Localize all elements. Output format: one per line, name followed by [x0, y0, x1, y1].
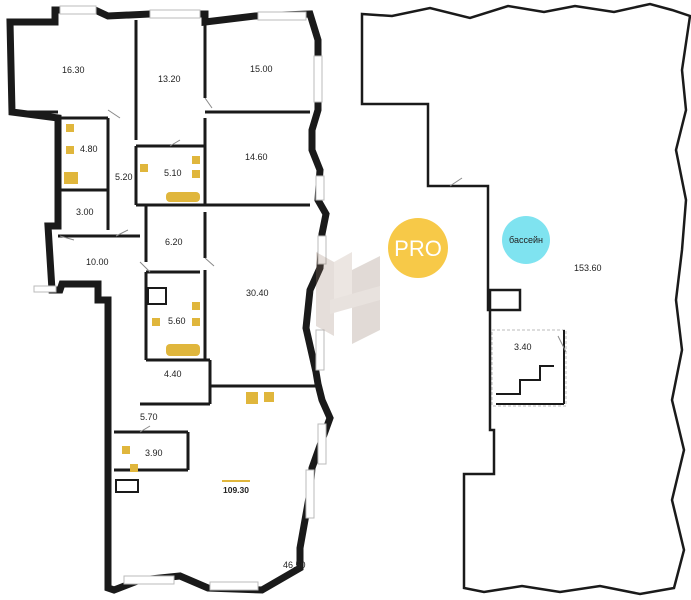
room-area-label: 16.30 — [62, 65, 85, 75]
room-area-label: 15.00 — [250, 64, 273, 74]
room-area-label: 3.90 — [145, 448, 163, 458]
room-area-label: 4.80 — [80, 144, 98, 154]
pro-badge: PRO — [388, 218, 448, 278]
apartment-plan: 16.30 13.20 15.00 4.80 5.20 5.10 14.60 3… — [6, 5, 380, 594]
room-area-label: 6.20 — [165, 237, 183, 247]
windows — [33, 5, 327, 591]
sink-icon — [192, 156, 200, 164]
staircase — [491, 329, 567, 407]
utility-box — [115, 479, 139, 493]
door-swing — [449, 177, 463, 187]
sink-icon — [264, 392, 274, 402]
pool-badge-label: бассейн — [509, 235, 543, 245]
room-area-label: 10.00 — [86, 257, 109, 267]
H-logo-icon — [316, 252, 380, 344]
sink-icon — [66, 146, 74, 154]
pro-badge-label: PRO — [394, 236, 442, 261]
room-area-label: 13.20 — [158, 74, 181, 84]
shower-icon — [64, 172, 78, 184]
room-area-label: 5.70 — [140, 412, 158, 422]
room-area-label: 5.20 — [115, 172, 133, 182]
room-labels: 16.30 13.20 15.00 4.80 5.20 5.10 14.60 3… — [62, 64, 306, 570]
stove-icon — [246, 392, 258, 404]
room-area-label: 3.40 — [514, 342, 532, 352]
toilet-icon — [152, 318, 160, 326]
terrace-outline — [360, 2, 691, 596]
interior-walls — [12, 20, 316, 472]
room-area-label: 3.00 — [76, 207, 94, 217]
bathtub-icon — [166, 192, 200, 202]
room-area-label: 4.40 — [164, 369, 182, 379]
doors — [59, 97, 215, 433]
toilet-icon — [122, 446, 130, 454]
toilet-icon — [140, 164, 148, 172]
sink-icon — [192, 318, 200, 326]
sink-icon — [192, 302, 200, 310]
pool-badge: бассейн — [502, 216, 550, 264]
room-area-label: 5.10 — [164, 168, 182, 178]
outer-wall — [6, 6, 334, 594]
stair-box — [147, 287, 167, 305]
room-area-label: 14.60 — [245, 152, 268, 162]
room-area-label: 46.50 — [283, 560, 306, 570]
toilet-icon — [66, 124, 74, 132]
bathtub-icon — [166, 344, 200, 356]
room-area-label: 5.60 — [168, 316, 186, 326]
terrace-plan: PRO бассейн 153.60 3.40 — [360, 2, 691, 596]
room-area-label: 30.40 — [246, 288, 269, 298]
fixtures — [64, 124, 274, 493]
sink-icon — [192, 170, 200, 178]
room-area-label: 153.60 — [574, 263, 602, 273]
sink-icon — [130, 464, 138, 472]
total-area-label: 109.30 — [223, 485, 249, 495]
